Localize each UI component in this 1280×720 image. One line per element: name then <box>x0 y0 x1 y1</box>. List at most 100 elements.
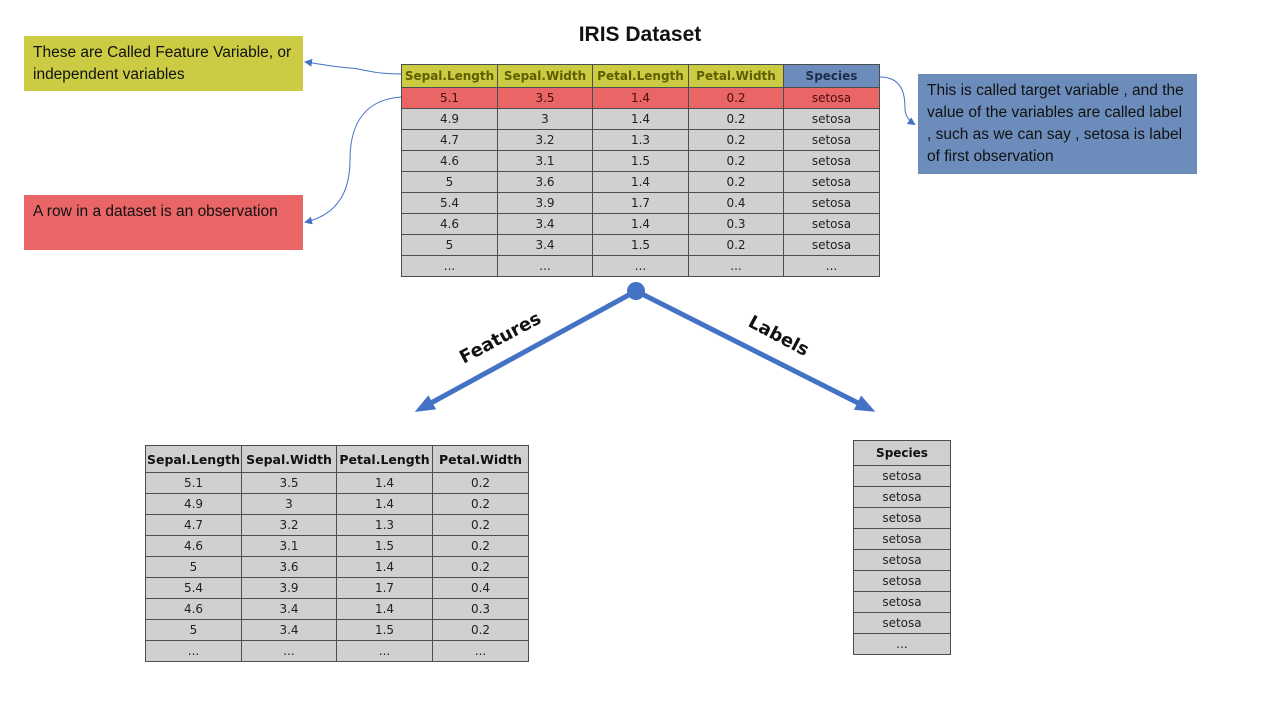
label-row: setosa <box>853 591 951 613</box>
table-cell: 1.4 <box>592 171 689 193</box>
table-cell: ... <box>401 255 498 277</box>
feature-cell: 0.2 <box>432 619 529 641</box>
target-variable-callout: This is called target variable , and the… <box>918 74 1197 174</box>
label-cell: setosa <box>853 612 951 634</box>
label-row: ... <box>853 633 951 655</box>
feature-cell: 3.1 <box>241 535 337 557</box>
labels-branch-arrow <box>634 288 876 412</box>
feature-cell: 1.3 <box>336 514 433 536</box>
target-callout-connector <box>879 76 916 126</box>
label-column-header: Species <box>853 440 951 466</box>
column-header: Species <box>783 64 880 88</box>
feature-cell: 5 <box>145 556 242 578</box>
label-cell: setosa <box>853 591 951 613</box>
features-branch-label: Features <box>456 308 545 368</box>
table-cell: 0.2 <box>688 87 784 109</box>
table-cell: 5 <box>401 234 498 256</box>
feature-cell: 1.5 <box>336 619 433 641</box>
table-cell: 3.5 <box>497 87 593 109</box>
label-row: setosa <box>853 528 951 550</box>
table-cell: 4.9 <box>401 108 498 130</box>
table-cell: setosa <box>783 129 880 151</box>
feature-column-header: Petal.Length <box>336 445 433 473</box>
label-row: setosa <box>853 570 951 592</box>
label-cell: ... <box>853 633 951 655</box>
feature-cell: 3 <box>241 493 337 515</box>
feature-cell: 1.5 <box>336 535 433 557</box>
table-cell: setosa <box>783 87 880 109</box>
feature-cell: 1.7 <box>336 577 433 599</box>
table-cell: 0.2 <box>688 234 784 256</box>
table-cell: 5.4 <box>401 192 498 214</box>
feature-cell: 3.4 <box>241 619 337 641</box>
table-cell: 4.6 <box>401 150 498 172</box>
feature-cell: 4.6 <box>145 535 242 557</box>
label-cell: setosa <box>853 528 951 550</box>
table-cell: 1.7 <box>592 192 689 214</box>
feature-cell: ... <box>336 640 433 662</box>
table-cell: 3.9 <box>497 192 593 214</box>
table-cell: 4.6 <box>401 213 498 235</box>
features-callout-connector <box>304 58 402 75</box>
table-cell: 1.4 <box>592 108 689 130</box>
table-row: ............... <box>401 255 880 277</box>
feature-cell: 0.3 <box>432 598 529 620</box>
column-header: Sepal.Length <box>401 64 498 88</box>
table-cell: 3.4 <box>497 234 593 256</box>
label-cell: setosa <box>853 570 951 592</box>
observation-callout: A row in a dataset is an observation <box>24 195 303 250</box>
feature-cell: 3.4 <box>241 598 337 620</box>
features-branch-arrow <box>414 288 638 412</box>
table-cell: 3 <box>497 108 593 130</box>
table-cell: 0.2 <box>688 150 784 172</box>
table-cell: setosa <box>783 171 880 193</box>
column-header: Petal.Width <box>688 64 784 88</box>
feature-row: ............ <box>145 640 529 662</box>
label-row: setosa <box>853 612 951 634</box>
label-cell: setosa <box>853 465 951 487</box>
feature-cell: 0.2 <box>432 493 529 515</box>
feature-cell: 0.2 <box>432 535 529 557</box>
feature-cell: 5.4 <box>145 577 242 599</box>
table-cell: ... <box>783 255 880 277</box>
table-cell: 5 <box>401 171 498 193</box>
table-cell: setosa <box>783 234 880 256</box>
dataset-title: IRIS Dataset <box>578 23 702 46</box>
feature-cell: ... <box>432 640 529 662</box>
feature-cell: 4.9 <box>145 493 242 515</box>
feature-cell: 3.5 <box>241 472 337 494</box>
observation-callout-connector <box>304 96 402 225</box>
feature-column-header: Sepal.Width <box>241 445 337 473</box>
table-cell: 3.4 <box>497 213 593 235</box>
feature-cell: 3.6 <box>241 556 337 578</box>
feature-column-header: Petal.Width <box>432 445 529 473</box>
table-cell: ... <box>497 255 593 277</box>
table-cell: 1.3 <box>592 129 689 151</box>
feature-variable-callout: These are Called Feature Variable, or in… <box>24 36 303 91</box>
feature-cell: ... <box>145 640 242 662</box>
feature-cell: 4.6 <box>145 598 242 620</box>
split-node <box>627 282 645 300</box>
label-row: setosa <box>853 465 951 487</box>
table-cell: setosa <box>783 213 880 235</box>
feature-cell: ... <box>241 640 337 662</box>
table-cell: 5.1 <box>401 87 498 109</box>
feature-cell: 4.7 <box>145 514 242 536</box>
table-cell: ... <box>688 255 784 277</box>
